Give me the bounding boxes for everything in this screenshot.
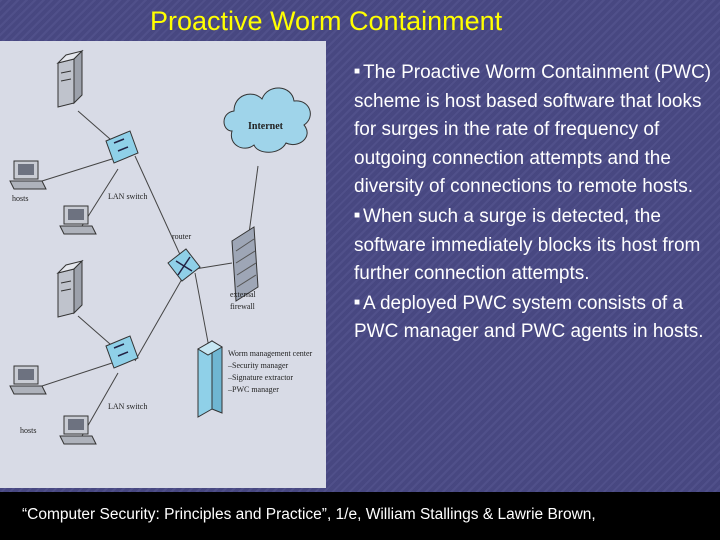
external-firewall-label-1: external [230,290,257,299]
wmc-item-label: –Security manager [227,361,289,370]
hosts-label-top: hosts [12,194,28,203]
hosts-label-bottom: hosts [20,426,36,435]
bullet-text: When such a surge is detected, the softw… [354,205,701,285]
server-icon [56,259,84,318]
bullet-item: ■When such a surge is detected, the soft… [354,202,718,289]
slide-title: Proactive Worm Containment [150,6,503,36]
worm-management-center-icon [197,340,223,418]
bullet-square-icon: ■ [354,209,361,221]
wmc-title-label: Worm management center [228,349,313,358]
router-icon [167,248,201,282]
external-firewall-label-2: firewall [230,302,256,311]
wmc-item-label: –Signature extractor [227,373,293,382]
wmc-item-label: –PWC manager [227,385,279,394]
lan-switch-label-top: LAN switch [108,192,147,201]
internet-cloud-icon [223,87,311,153]
citation-footer: “Computer Security: Principles and Pract… [0,492,720,540]
bullet-item: ■A deployed PWC system consists of a PWC… [354,289,718,347]
bullet-square-icon: ■ [354,296,361,308]
server-icon [56,49,84,108]
internet-label: Internet [248,121,284,132]
lan-switch-label-bottom: LAN switch [108,402,147,411]
bullet-square-icon: ■ [354,66,361,77]
bullet-item: ■The Proactive Worm Containment (PWC) sc… [354,58,718,202]
host-computer-icon [9,160,47,190]
host-computer-icon [59,205,97,235]
router-label: router [172,232,191,241]
lan-switch-icon [105,335,139,369]
bullet-list: ■The Proactive Worm Containment (PWC) sc… [354,58,718,347]
host-computer-icon [9,365,47,395]
lan-switch-icon [105,130,139,164]
firewall-icon [231,226,259,302]
host-computer-icon [59,415,97,445]
bullet-text: The Proactive Worm Containment (PWC) sch… [354,62,712,198]
network-diagram: Internet hosts LAN switch [0,41,326,488]
bullet-text: A deployed PWC system consists of a PWC … [354,292,704,343]
